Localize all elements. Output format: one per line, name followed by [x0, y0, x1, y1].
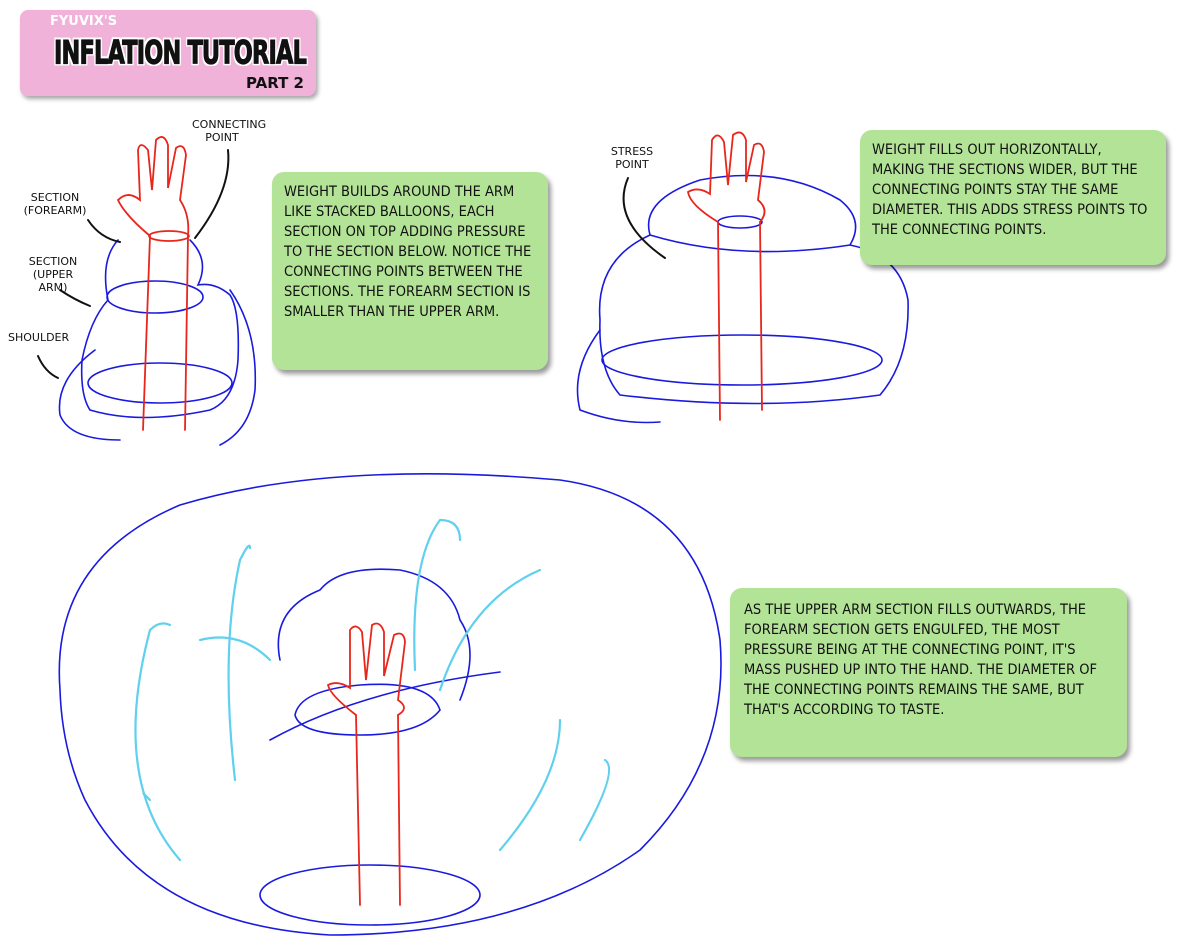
figure-1-arm: [116, 136, 190, 431]
figure-2-arm: [687, 131, 766, 421]
note-fills-horizontally: Weight fills out horizontally, making th…: [860, 130, 1166, 265]
pointer-arrows: [37, 149, 230, 379]
label-stress-point: Stress point: [610, 145, 654, 171]
banner-subtitle: FYUVIX'S: [50, 14, 118, 29]
note-forearm-engulfed: As the upper arm section fills outwards,…: [730, 588, 1127, 757]
note-stacked-balloons: Weight builds around the arm like stacke…: [272, 172, 548, 370]
stress-point-arrow: [622, 177, 666, 259]
label-section-upper-arm: Section (upper arm): [28, 255, 78, 294]
figure-3-engulfed: [58, 473, 722, 936]
label-section-forearm: Section (forearm): [23, 191, 87, 217]
figure-3-flow-arrows: [134, 518, 611, 862]
title-banner: FYUVIX'S INFLATION TUTORIAL PART 2: [20, 10, 316, 96]
figure-2-wider-sections: [576, 174, 909, 424]
label-shoulder: Shoulder: [8, 331, 70, 344]
banner-part: PART 2: [246, 74, 304, 92]
label-connecting-point: Connecting point: [192, 118, 267, 144]
figure-1-stacked-sections: [58, 239, 257, 446]
banner-title: INFLATION TUTORIAL: [54, 33, 308, 72]
figure-3-arm: [326, 622, 406, 906]
